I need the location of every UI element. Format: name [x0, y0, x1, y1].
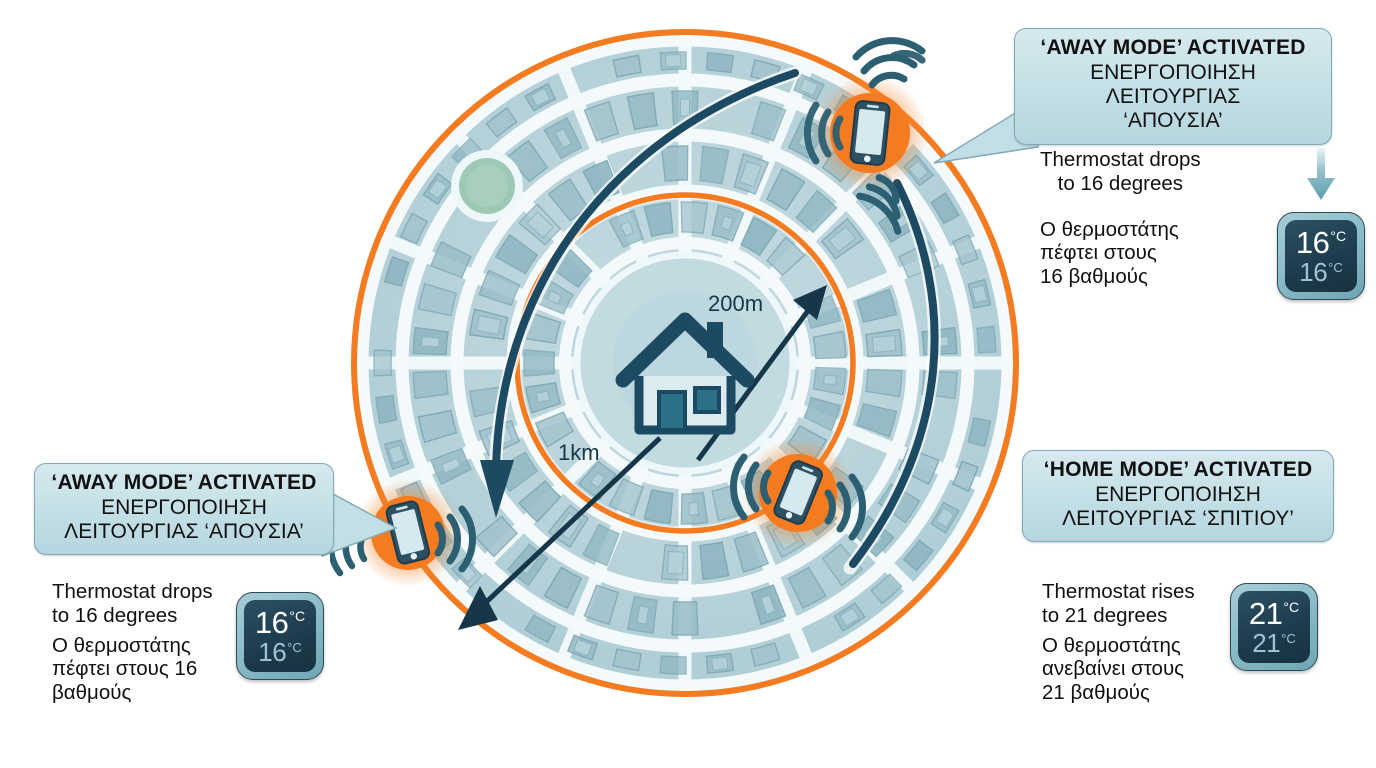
thermostat-primary-value: 16 [254, 605, 289, 640]
en-line-1: Thermostat drops [52, 580, 213, 603]
callout-subtitle-line-1: ΕΝΕΡΓΟΠΟΙΗΣΗ [1090, 60, 1256, 84]
en-line-2: to 16 degrees [52, 603, 178, 627]
thermostat-secondary-unit: °C [287, 640, 302, 655]
thermostat-primary-unit: °C [1283, 599, 1300, 615]
gr-line-2: ανεβαίνει στους [1042, 657, 1185, 681]
measure-arrow-1km [458, 436, 662, 630]
phone-top-right[interactable] [803, 37, 928, 235]
callout-away-mode-top-right: ‘AWAY MODE’ ACTIVATED ΕΝΕΡΓΟΠΟΙΗΣΗ ΛΕΙΤΟ… [1014, 28, 1332, 145]
callout-title: ‘HOME MODE’ ACTIVATED [1043, 458, 1313, 481]
down-arrow-icon [1307, 148, 1335, 200]
callout-subtitle-line-1: ΕΝΕΡΓΟΠΟΙΗΣΗ [101, 495, 267, 519]
gr-line-3: 16 βαθμούς [1040, 265, 1148, 289]
phone-bottom-left[interactable] [330, 479, 477, 587]
info-block-top-right: Thermostat drops to 16 degrees Ο θερμοστ… [1040, 148, 1376, 300]
info-block-bottom-right: Thermostat rises to 21 degrees Ο θερμοστ… [1042, 580, 1376, 705]
gr-line-1: Ο θερμοστάτης [1040, 217, 1179, 241]
thermostat-display-16[interactable]: 16 °C 16 °C [1277, 212, 1365, 300]
gr-line-2: πέφτει στους 16 [52, 657, 198, 681]
gr-line-2: πέφτει στους [1040, 241, 1157, 265]
en-line-1: Thermostat rises [1042, 580, 1195, 603]
measure-arrow-200m [695, 285, 827, 462]
callout-subtitle-line-2: ΛΕΙΤΟΥΡΓΙΑΣ ‘ΣΠΙΤΙΟΥ’ [1062, 507, 1294, 531]
distance-label-200m: 200m [708, 291, 764, 316]
en-line-2: to 21 degrees [1042, 603, 1168, 627]
park-roundabout [451, 150, 523, 222]
callout-subtitle-line-2: ΛΕΙΤΟΥΡΓΙΑΣ [1105, 85, 1241, 109]
thermostat-secondary-unit: °C [1281, 631, 1296, 646]
phone-bottom-center[interactable] [729, 437, 867, 549]
en-line-2: to 16 degrees [1057, 171, 1184, 195]
gr-line-1: Ο θερμοστάτης [52, 633, 191, 657]
thermostat-primary-value: 16 [1295, 225, 1330, 260]
gr-line-1: Ο θερμοστάτης [1042, 633, 1181, 657]
callout-subtitle-line-1: ΕΝΕΡΓΟΠΟΙΗΣΗ [1095, 482, 1261, 506]
callout-title: ‘AWAY MODE’ ACTIVATED [51, 471, 317, 494]
callout-away-mode-bottom-left: ‘AWAY MODE’ ACTIVATED ΕΝΕΡΓΟΠΟΙΗΣΗ ΛΕΙΤΟ… [34, 463, 334, 556]
gr-line-3: βαθμούς [52, 681, 132, 705]
thermostat-secondary-value: 16 [258, 637, 287, 667]
path-arrow-left [480, 66, 802, 518]
callout-title: ‘AWAY MODE’ ACTIVATED [1040, 36, 1306, 59]
thermostat-display-16-left[interactable]: 16 °C 16 °C [236, 592, 324, 680]
callout-home-mode-bottom-right: ‘HOME MODE’ ACTIVATED ΕΝΕΡΓΟΠΟΙΗΣΗ ΛΕΙΤΟ… [1022, 450, 1334, 543]
geofence-map: 200m 1km [330, 8, 1040, 718]
thermostat-secondary-value: 21 [1252, 628, 1281, 658]
thermostat-primary-unit: °C [1330, 228, 1347, 244]
thermostat-primary-value: 21 [1248, 596, 1283, 631]
thermostat-display-21[interactable]: 21 °C 21 °C [1230, 583, 1318, 671]
distance-label-1km: 1km [558, 440, 600, 465]
en-line-1: Thermostat drops [1040, 148, 1201, 171]
thermostat-secondary-value: 16 [1299, 257, 1328, 287]
thermostat-primary-unit: °C [289, 608, 306, 624]
callout-subtitle-line-3: ‘ΑΠΟΥΣΙΑ’ [1123, 109, 1223, 133]
path-arrow-right [843, 176, 941, 575]
callout-subtitle-line-2: ΛΕΙΤΟΥΡΓΙΑΣ ‘ΑΠΟΥΣΙΑ’ [64, 520, 304, 544]
thermostat-secondary-unit: °C [1328, 260, 1343, 275]
gr-line-3: 21 βαθμούς [1042, 681, 1150, 705]
outer-geofence-1km [351, 29, 1019, 697]
info-block-bottom-left: Thermostat drops to 16 degrees Ο θερμοστ… [52, 580, 352, 705]
map-graphic [330, 27, 1021, 699]
house-icon [615, 312, 755, 435]
